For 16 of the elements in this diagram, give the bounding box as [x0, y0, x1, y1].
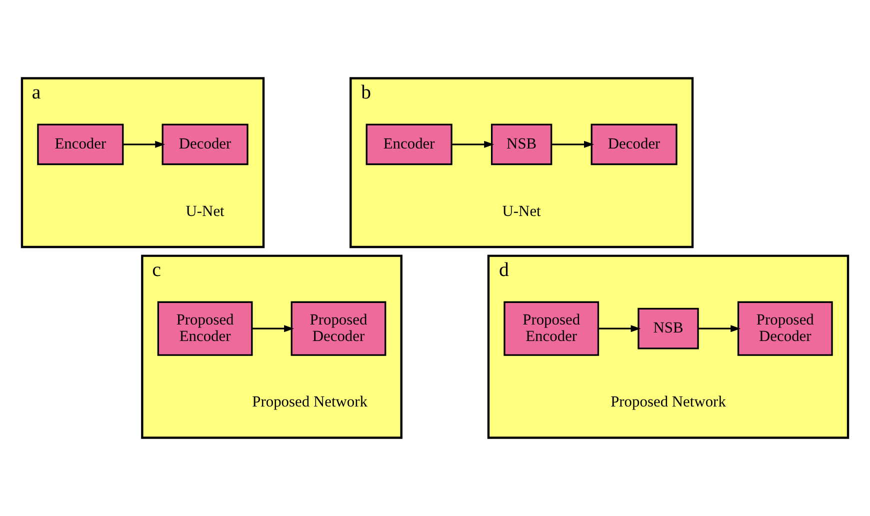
arrow	[698, 325, 741, 332]
node-box: Encoder	[366, 124, 452, 166]
arrow	[551, 140, 594, 148]
node-box: NSB	[638, 308, 699, 350]
node-box: Proposed Decoder	[737, 301, 833, 356]
node-box: Proposed Decoder	[290, 301, 386, 356]
arrow	[598, 325, 641, 332]
node-box: Encoder	[37, 124, 124, 166]
arrow	[123, 140, 166, 148]
node-box: Decoder	[162, 124, 248, 166]
arrow	[252, 325, 294, 332]
arrow	[452, 140, 494, 148]
node-box: Proposed Encoder	[504, 301, 600, 356]
node-box: NSB	[490, 124, 552, 166]
node-box: Proposed Encoder	[157, 301, 253, 356]
node-box: Decoder	[590, 124, 678, 166]
